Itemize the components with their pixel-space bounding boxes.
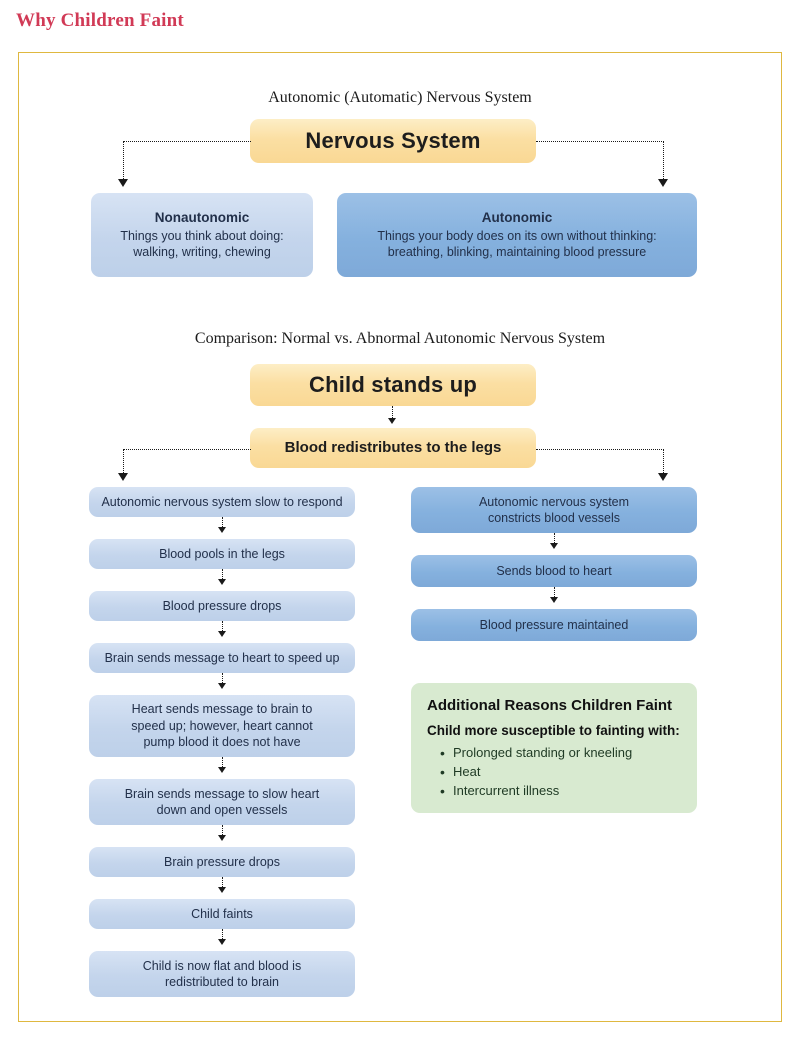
page-title: Why Children Faint [16,10,184,31]
node-nonautonomic: Nonautonomic Things you think about doin… [91,193,313,277]
section-caption-comparison: Comparison: Normal vs. Abnormal Autonomi… [194,330,606,347]
connector-abnormal-8-9 [222,929,223,941]
connector-root-to-autonomic-horizontal [536,141,664,142]
connector-split-left-vertical [123,449,124,475]
list-item: Heat [440,762,681,782]
connector-abnormal-1-2 [222,517,223,529]
additional-reasons-list: Prolonged standing or kneeling Heat Inte… [427,743,681,801]
arrowhead-to-redistributes [388,418,396,424]
node-abnormal-4: Brain sends message to heart to speed up [89,643,355,673]
figure-frame: Autonomic (Automatic) Nervous System Ner… [18,52,782,1022]
arrowhead-abnormal-6 [218,767,226,773]
node-abnormal-3: Blood pressure drops [89,591,355,621]
arrowhead-abnormal-5 [218,683,226,689]
additional-reasons-title: Additional Reasons Children Faint [427,697,673,714]
list-item: Intercurrent illness [440,781,681,801]
node-abnormal-6: Brain sends message to slow heart down a… [89,779,355,825]
list-item: Prolonged standing or kneeling [440,743,681,763]
arrowhead-to-nonautonomic [118,179,128,187]
connector-abnormal-7-8 [222,877,223,889]
arrowhead-normal-3 [550,597,558,603]
connector-abnormal-3-4 [222,621,223,633]
node-abnormal-5: Heart sends message to brain to speed up… [89,695,355,757]
arrowhead-to-autonomic [658,179,668,187]
connector-split-right-vertical [663,449,664,475]
node-abnormal-8: Child faints [89,899,355,929]
node-abnormal-7: Brain pressure drops [89,847,355,877]
node-abnormal-1: Autonomic nervous system slow to respond [89,487,355,517]
connector-abnormal-4-5 [222,673,223,685]
node-autonomic-title: Autonomic [481,210,553,226]
node-normal-2: Sends blood to heart [411,555,697,587]
arrowhead-abnormal-4 [218,631,226,637]
node-nervous-system: Nervous System [250,119,536,163]
arrowhead-abnormal-7 [218,835,226,841]
connector-abnormal-2-3 [222,569,223,581]
node-autonomic-detail: Things your body does on its own without… [377,229,657,260]
connector-normal-1-2 [554,533,555,545]
additional-reasons-subtitle: Child more susceptible to fainting with: [427,723,680,738]
connector-split-left-horizontal [123,449,251,450]
connector-stands-to-redistributes [392,406,393,420]
arrowhead-normal-2 [550,543,558,549]
arrowhead-abnormal-branch [118,473,128,481]
node-blood-redistributes: Blood redistributes to the legs [250,428,536,468]
node-nonautonomic-title: Nonautonomic [154,210,250,226]
panel-additional-reasons: Additional Reasons Children Faint Child … [411,683,697,813]
node-child-stands-up: Child stands up [250,364,536,406]
connector-root-to-nonautonomic-vertical [123,141,124,181]
connector-root-to-autonomic-vertical [663,141,664,181]
node-abnormal-9: Child is now flat and blood is redistrib… [89,951,355,997]
arrowhead-abnormal-9 [218,939,226,945]
node-normal-3: Blood pressure maintained [411,609,697,641]
section-caption-autonomic: Autonomic (Automatic) Nervous System [268,89,532,106]
connector-abnormal-5-6 [222,757,223,769]
connector-abnormal-6-7 [222,825,223,837]
arrowhead-abnormal-3 [218,579,226,585]
node-abnormal-2: Blood pools in the legs [89,539,355,569]
node-normal-1: Autonomic nervous system constricts bloo… [411,487,697,533]
arrowhead-normal-branch [658,473,668,481]
node-autonomic: Autonomic Things your body does on its o… [337,193,697,277]
connector-normal-2-3 [554,587,555,599]
connector-root-to-nonautonomic-horizontal [123,141,251,142]
arrowhead-abnormal-8 [218,887,226,893]
node-nonautonomic-detail: Things you think about doing: walking, w… [120,229,284,260]
arrowhead-abnormal-2 [218,527,226,533]
connector-split-right-horizontal [536,449,664,450]
